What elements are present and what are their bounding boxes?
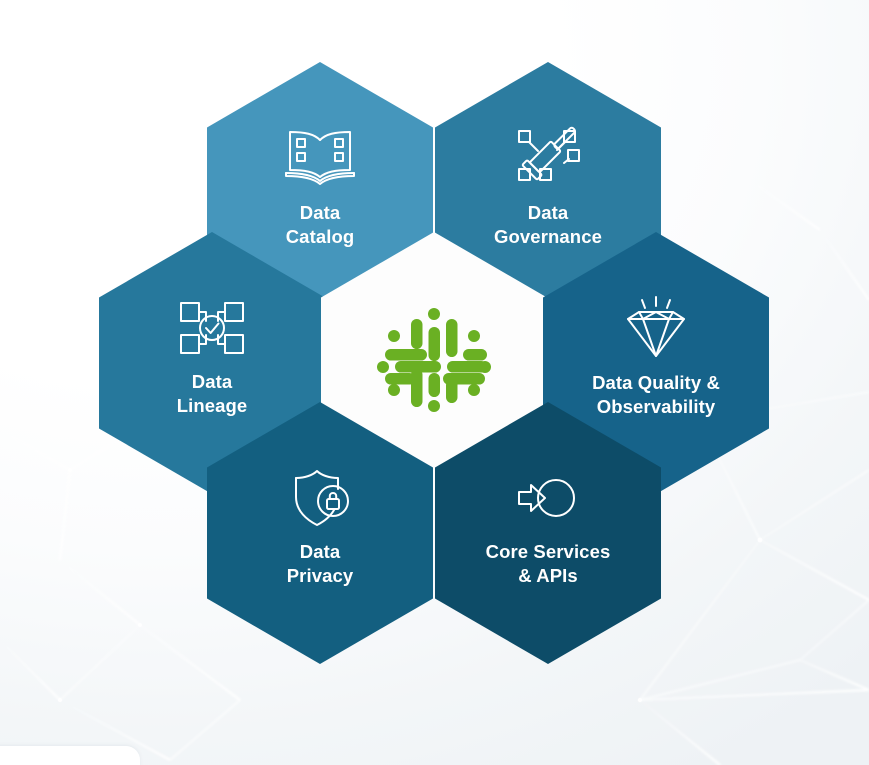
diamond-gem-icon	[617, 295, 695, 365]
background-corner-card	[0, 746, 140, 765]
api-endpoint-arrow-icon	[511, 467, 585, 534]
node-network-check-icon	[175, 297, 249, 364]
hexagon-label-data-catalog: Data Catalog	[285, 201, 355, 247]
hexagon-label-data-privacy: Data Privacy	[286, 540, 354, 586]
shield-lock-icon	[283, 467, 357, 534]
open-book-icon	[281, 126, 359, 195]
hexagon-label-data-governance: Data Governance	[494, 201, 602, 247]
gavel-icon	[509, 126, 587, 195]
hexagon-label-data-quality-observability: Data Quality & Observability	[592, 371, 720, 417]
hexagon-label-data-lineage: Data Lineage	[176, 370, 248, 416]
hexagon-label-core-services-apis: Core Services & APIs	[485, 540, 611, 586]
green-dotted-grid-logo-icon	[375, 305, 493, 422]
